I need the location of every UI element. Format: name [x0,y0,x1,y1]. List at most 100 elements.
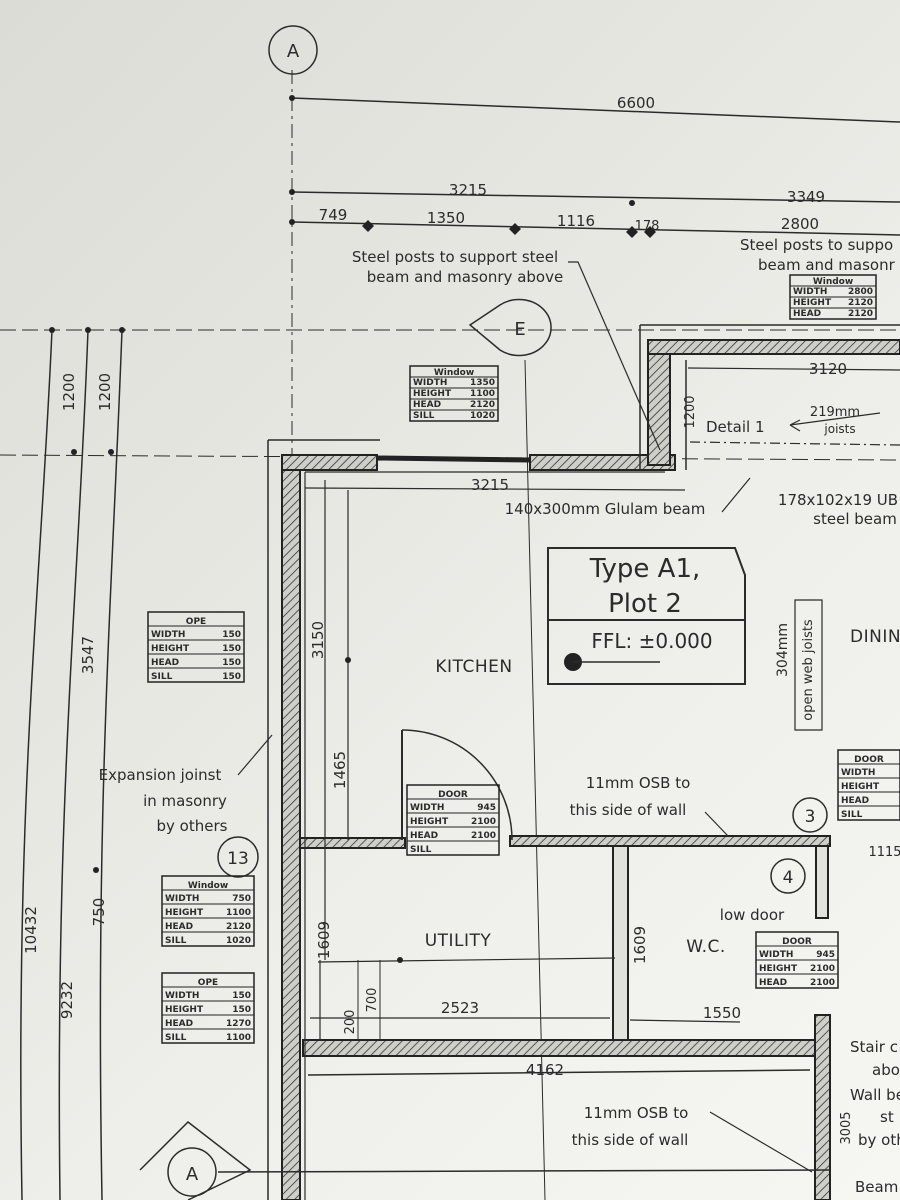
schedule-title: Window [434,368,474,378]
schedule-row-value: 150 [222,672,241,682]
svg-text:joists: joists [823,422,855,436]
svg-text:Wall be: Wall be [850,1086,900,1104]
room-utility: UTILITY [425,931,492,951]
schedule-title: DOOR [782,937,812,947]
schedule-row-label: WIDTH [413,378,447,388]
utility-dimensions: 200 700 2523 1550 4162 [310,957,741,1079]
schedule-title: Window [813,277,853,287]
top-dimensions: 6600 3215 3349 749 1350 1116 178 2800 [289,94,900,238]
svg-text:open web joists: open web joists [801,619,816,721]
schedule-row-label: HEIGHT [410,817,449,827]
schedule-row-value: 2100 [810,978,835,988]
schedule-row-label: HEAD [759,978,787,988]
annotations: Steel posts to support steel beam and ma… [99,236,900,1196]
svg-text:1465: 1465 [331,751,349,789]
svg-text:Detail 1: Detail 1 [706,418,765,436]
schedule-row-label: HEAD [793,309,821,319]
svg-text:1115: 1115 [868,845,900,860]
schedule-row-value: 2100 [810,964,835,974]
svg-text:219mm: 219mm [810,405,860,420]
svg-text:6600: 6600 [617,94,655,112]
svg-text:1609: 1609 [631,926,649,964]
svg-text:1550: 1550 [703,1004,741,1022]
svg-text:beam and masonry above: beam and masonry above [367,268,563,286]
kitchen-top-dimensions: 3215 3120 1200 [304,360,900,494]
grid-bubble-3: 3 [792,797,828,833]
svg-text:low door: low door [720,906,785,924]
svg-text:700: 700 [365,988,380,1013]
svg-text:st: st [880,1108,894,1126]
svg-text:140x300mm Glulam beam: 140x300mm Glulam beam [505,500,706,518]
svg-text:10432: 10432 [22,906,40,954]
schedule-row-label: HEAD [841,796,869,806]
svg-text:749: 749 [319,206,348,224]
schedule-row-value: 945 [477,803,496,813]
schedule-row-label: SILL [151,672,173,682]
svg-text:1200: 1200 [60,373,78,411]
schedule-row-label: HEIGHT [165,908,204,918]
schedule-row-value: 1100 [470,389,495,399]
room-kitchen: KITCHEN [435,657,512,677]
schedule-title: DOOR [438,790,468,800]
schedule-row-value: 2120 [470,400,495,410]
svg-text:3349: 3349 [787,188,825,206]
title-line-1: Type A1, [589,554,701,584]
svg-text:E: E [514,319,525,340]
title-line-2: Plot 2 [608,589,682,619]
svg-text:1609: 1609 [315,921,333,959]
grid-bubble-4: 4 [770,858,806,894]
schedule-row-label: WIDTH [410,803,444,813]
schedule-row-value: 150 [222,658,241,668]
schedule-row-label: HEAD [165,922,193,932]
svg-text:4: 4 [783,868,794,888]
room-dining: DININ [850,627,900,647]
svg-text:2523: 2523 [441,999,479,1017]
svg-text:1350: 1350 [427,209,465,227]
schedule-row-label: HEIGHT [759,964,798,974]
svg-text:in masonry: in masonry [143,792,227,810]
schedule-row-label: HEIGHT [413,389,452,399]
schedule-row-label: HEAD [413,400,441,410]
svg-text:3150: 3150 [309,621,327,659]
schedule-title: OPE [198,978,218,988]
left-dimensions: 1200 1200 3547 10432 9232 750 [20,327,125,1200]
room-wc: W.C. [686,937,726,957]
svg-text:A: A [186,1164,199,1185]
grid-bubble-a-bottom: A [139,1121,831,1200]
schedule-row-label: WIDTH [759,950,793,960]
schedule-row-value: 2100 [471,817,496,827]
schedule-row-label: HEAD [410,831,438,841]
svg-text:3215: 3215 [471,476,509,494]
svg-text:Expansion joinst: Expansion joinst [99,766,222,784]
schedule-row-label: HEAD [165,1019,193,1029]
schedule-row-value: 2120 [848,309,873,319]
svg-text:by others: by others [157,817,228,835]
schedule-row-label: WIDTH [165,991,199,1001]
schedule-row-label: HEIGHT [841,782,880,792]
schedule-row-label: SILL [165,936,187,946]
grid-bubble-a-top: A [268,25,318,75]
svg-text:Stair c: Stair c [850,1038,898,1056]
svg-text:this side of wall: this side of wall [570,801,687,819]
schedule-row-value: 1020 [470,411,495,421]
schedule-title: DOOR [854,755,884,765]
svg-text:by oth: by oth [858,1131,900,1149]
svg-text:9232: 9232 [58,981,76,1019]
schedule-row-value: 2100 [471,831,496,841]
svg-text:750: 750 [90,898,108,927]
svg-text:3215: 3215 [449,181,487,199]
schedule-row-label: WIDTH [841,768,875,778]
schedule-row-label: WIDTH [165,894,199,904]
schedule-row-value: 150 [232,1005,251,1015]
svg-text:13: 13 [227,849,249,869]
grid-bubble-13: 13 [217,836,259,878]
svg-text:beam and masonr: beam and masonr [758,256,896,274]
